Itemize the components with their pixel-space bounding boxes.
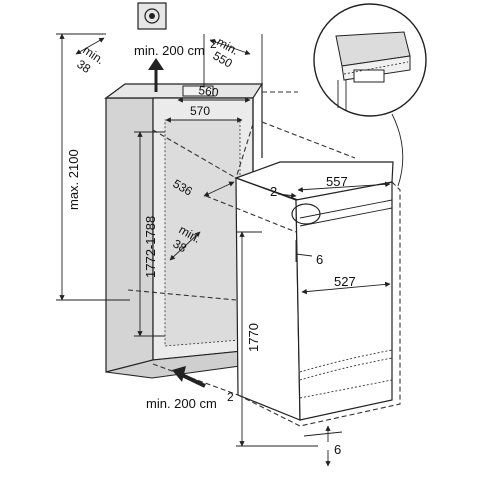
dimension-lines — [56, 33, 391, 467]
gap-top-label: 2 — [270, 184, 277, 199]
appliance-height-label: 1770 — [246, 323, 261, 352]
vent-arrow-top — [148, 58, 164, 92]
appliance-width-top-label: 557 — [326, 174, 348, 189]
vent-bottom-superscript: 2 — [227, 390, 234, 404]
appliance-width-label: 527 — [334, 274, 356, 289]
max-height-label: max. 2100 — [66, 149, 81, 210]
vent-top-label: min. 200 cm — [134, 43, 205, 58]
ventilation-icon — [137, 2, 167, 30]
niche-height-label: 1772-1788 — [143, 216, 158, 278]
vent-arrow-bottom — [172, 366, 206, 388]
magnifier-callout-icon — [313, 3, 427, 187]
vent-bottom-label: min. 200 cm — [146, 396, 217, 411]
niche-width-inner-label: 570 — [190, 104, 210, 118]
niche-width-outer-label: 560 — [198, 83, 220, 100]
appliance-offset-label: 6 — [316, 252, 323, 267]
appliance-body — [234, 161, 401, 427]
vent-top-superscript: 2 — [210, 37, 217, 51]
bottom-offset-label: 6 — [334, 442, 341, 457]
insertion-guides — [127, 91, 356, 396]
min-inner-value: 38 — [171, 236, 190, 255]
